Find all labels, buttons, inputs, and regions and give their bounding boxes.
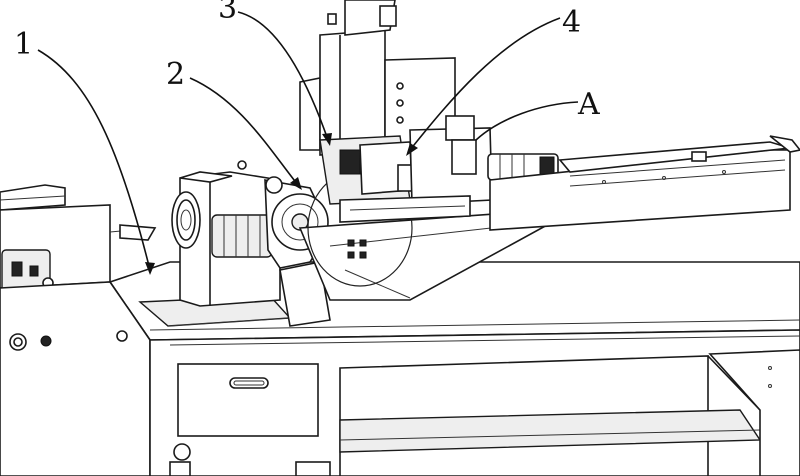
linear-rail	[489, 135, 800, 231]
vertical-column	[299, 0, 456, 156]
callout-label-2: 2	[166, 57, 185, 92]
headstock-assembly	[138, 160, 331, 327]
callout-label-4: 4	[562, 5, 581, 40]
leader-lines	[37, 11, 579, 275]
callout-label-1: 1	[14, 27, 33, 62]
callout-label-A: A	[577, 87, 600, 122]
left-auxiliary-cabinet	[0, 184, 157, 293]
machine-bed	[0, 261, 800, 476]
tool-carriage	[319, 115, 559, 223]
callout-label-3: 3	[218, 0, 237, 26]
